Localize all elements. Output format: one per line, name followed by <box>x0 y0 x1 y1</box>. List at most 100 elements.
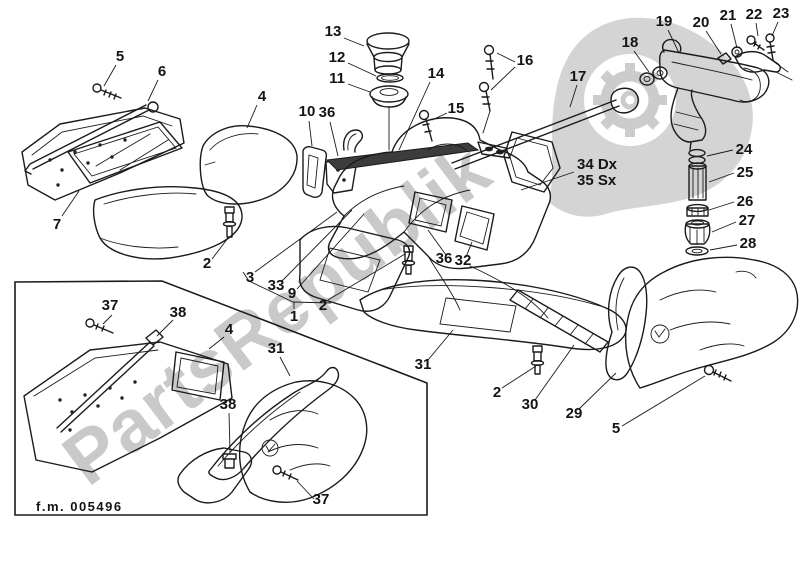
leader-line <box>147 79 159 102</box>
leader-line <box>211 237 229 260</box>
lower-duct-assembly <box>298 225 799 389</box>
tank-screws <box>418 44 495 142</box>
bolt-38b <box>222 453 237 469</box>
figure-code-label: f.m. 005496 <box>36 499 123 514</box>
leader-line <box>102 314 113 325</box>
line-art <box>14 32 799 516</box>
mount-bolt-2a <box>222 206 237 238</box>
leader-line <box>708 172 735 183</box>
callout-32: 32 <box>455 252 472 269</box>
leader-line <box>242 271 250 282</box>
callout-13: 13 <box>325 23 342 40</box>
stamp-mark <box>650 324 670 344</box>
callout-33: 33 <box>268 277 285 294</box>
breather-assembly <box>658 33 793 256</box>
leader-line <box>709 244 738 251</box>
callout-2: 2 <box>319 297 327 314</box>
leader-line <box>711 221 737 233</box>
callout-37: 37 <box>102 297 119 314</box>
leader-line <box>246 104 258 129</box>
upper-left-panel-assembly <box>21 83 298 260</box>
callout-11: 11 <box>329 70 345 87</box>
leader-line <box>465 241 473 258</box>
leader-line <box>347 83 371 93</box>
leader-line <box>343 37 365 47</box>
callout-35-sx: 35 Sx <box>577 172 617 189</box>
leader-line <box>633 50 650 73</box>
leader-line <box>496 52 516 63</box>
callout-10: 10 <box>299 103 316 120</box>
callout-4: 4 <box>225 321 234 338</box>
callout-38: 38 <box>220 396 237 413</box>
callout-4: 4 <box>258 88 267 105</box>
leader-line <box>730 23 738 49</box>
callout-20: 20 <box>693 14 710 31</box>
callout-15: 15 <box>448 100 465 117</box>
callout-2: 2 <box>493 384 501 401</box>
leader-line <box>281 209 353 282</box>
callout-26: 26 <box>737 193 754 210</box>
callout-31: 31 <box>415 356 432 373</box>
leader-line <box>490 66 516 91</box>
callout-9: 9 <box>288 285 296 302</box>
fuel-tank <box>325 117 561 319</box>
leader-line <box>61 190 80 217</box>
callout-36: 36 <box>319 104 336 121</box>
leader-line <box>279 356 291 377</box>
leader-line <box>578 372 617 410</box>
callout-30: 30 <box>522 396 539 413</box>
leader-line <box>208 336 225 350</box>
callout-18: 18 <box>622 34 639 51</box>
leader-line <box>534 344 575 401</box>
leader-line <box>621 375 706 427</box>
pivot-rod <box>451 66 668 170</box>
leader-line <box>431 112 448 121</box>
leader-line <box>398 81 431 151</box>
leader-line <box>156 319 174 337</box>
leader-line <box>427 229 447 256</box>
leader-line <box>296 480 315 500</box>
callout-34-dx: 34 Dx <box>577 156 618 173</box>
callout-3: 3 <box>246 269 254 286</box>
screw-37a <box>85 318 114 334</box>
callout-24: 24 <box>736 141 753 158</box>
leader-line <box>771 21 779 37</box>
leader-line <box>248 280 294 303</box>
callout-2: 2 <box>203 255 211 272</box>
leader-line <box>755 22 759 37</box>
leader-line <box>228 412 231 453</box>
callout-5: 5 <box>116 48 124 65</box>
leader-line <box>667 29 680 54</box>
callout-29: 29 <box>566 405 583 422</box>
leader-line <box>103 64 117 87</box>
leader-line <box>569 84 578 108</box>
leader-line <box>705 30 722 55</box>
leader-line <box>254 211 338 273</box>
leader-line <box>708 201 735 211</box>
leader-line <box>706 149 734 157</box>
callout-38: 38 <box>170 304 187 321</box>
leader-line <box>329 121 339 157</box>
callout-5: 5 <box>612 420 620 437</box>
mount-bolt-2c <box>530 345 545 375</box>
callout-28: 28 <box>740 235 757 252</box>
callout-19: 19 <box>656 13 673 30</box>
leader-line <box>427 329 454 361</box>
callout-37: 37 <box>313 491 330 508</box>
leader-line <box>327 253 406 301</box>
callout-31: 31 <box>268 340 285 357</box>
screw-5b <box>703 364 732 382</box>
callout-25: 25 <box>737 164 754 181</box>
callout-23: 23 <box>773 5 790 22</box>
gear-icon <box>593 63 667 137</box>
callout-7: 7 <box>53 216 61 233</box>
callout-16: 16 <box>517 52 534 69</box>
stamp-mark-inset <box>261 439 279 457</box>
leader-line <box>296 213 365 290</box>
callout-14: 14 <box>428 65 445 82</box>
leader-line <box>308 120 313 147</box>
leader-line <box>520 171 575 191</box>
callout-6: 6 <box>158 63 166 80</box>
